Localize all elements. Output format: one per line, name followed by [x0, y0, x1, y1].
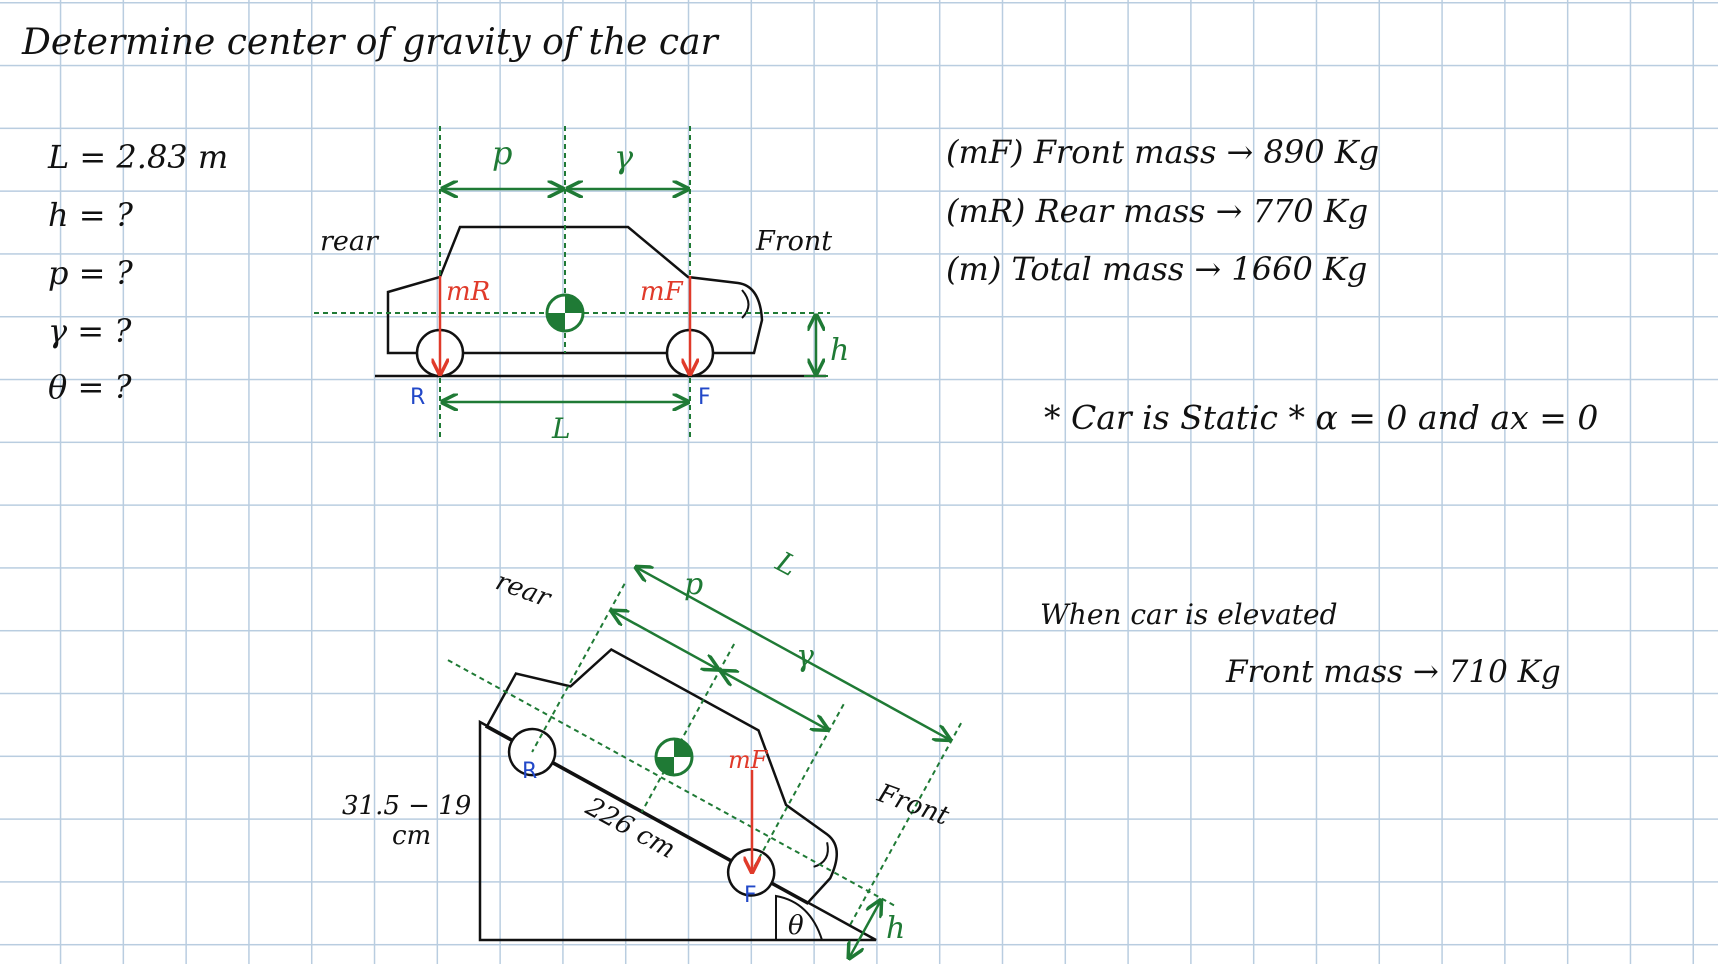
- p-dimension-elevated: [612, 611, 718, 669]
- given-gamma: γ = ?: [48, 312, 132, 350]
- gamma-label-elevated: γ: [796, 639, 814, 674]
- h-label: h: [830, 333, 849, 368]
- front-mass: (mF) Front mass → 890 Kg: [946, 133, 1380, 171]
- theta-label: θ: [788, 911, 804, 941]
- ramp-height-unit: cm: [392, 821, 431, 851]
- cg-parallel-guide: [447, 659, 896, 907]
- given-L: L = 2.83 m: [48, 138, 229, 176]
- gamma-label: γ: [614, 138, 634, 176]
- rear-label: rear: [320, 226, 380, 257]
- given-theta: θ = ?: [48, 368, 132, 406]
- L-dimension-elevated: [636, 567, 950, 739]
- L-label-elevated: L: [770, 545, 803, 583]
- R-label: R: [410, 385, 425, 410]
- rear-label-elevated: rear: [492, 566, 556, 614]
- total-mass: (m) Total mass → 1660 Kg: [946, 250, 1368, 288]
- ramp-height-label: 31.5 − 19: [342, 791, 471, 821]
- front-label: Front: [755, 226, 832, 257]
- front-label-elevated: Front: [873, 778, 954, 832]
- F-label-elevated: F: [744, 883, 757, 908]
- elevated-front-mass: Front mass → 710 Kg: [1226, 654, 1561, 690]
- given-h: h = ?: [48, 196, 133, 234]
- L-label: L: [551, 412, 571, 445]
- theta-angle-arc: [775, 894, 823, 941]
- static-note: * Car is Static * α = 0 and ax = 0: [1044, 398, 1599, 437]
- center-of-gravity-symbol-elevated: [654, 737, 694, 777]
- h-dimension-elevated: [849, 900, 881, 958]
- F-label: F: [698, 385, 711, 410]
- ramp-length-label: 226 cm: [580, 791, 680, 865]
- mR-label: mR: [446, 277, 490, 307]
- R-label-elevated: R: [522, 759, 537, 784]
- headlight: [741, 289, 750, 319]
- center-of-gravity-symbol: [545, 293, 585, 333]
- p-label: p: [492, 134, 512, 172]
- gamma-dimension-elevated: [721, 671, 827, 729]
- h-label-elevated: h: [886, 911, 905, 946]
- mF-label-elevated: mF: [728, 746, 769, 774]
- given-p: p = ?: [48, 254, 133, 292]
- tilted-car: [447, 492, 962, 964]
- rear-mass: (mR) Rear mass → 770 Kg: [946, 192, 1369, 230]
- elevated-heading: When car is elevated: [1040, 598, 1338, 631]
- car-body: [386, 225, 764, 355]
- page-title: Determine center of gravity of the car: [22, 22, 718, 63]
- mF-label: mF: [640, 277, 684, 307]
- p-label-elevated: p: [684, 567, 703, 602]
